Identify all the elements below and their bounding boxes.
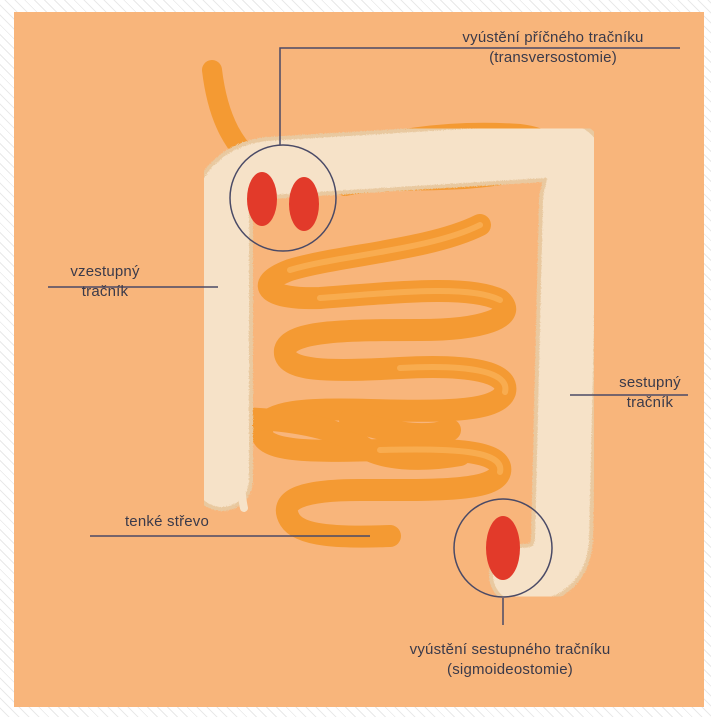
ascending-label-line2: tračník bbox=[40, 282, 170, 302]
transverse-label-line2: (transversostomie) bbox=[428, 48, 678, 68]
sigmoid-label-line1: vyústění sestupného tračníku bbox=[360, 640, 660, 660]
descending-label-line1: sestupný bbox=[600, 373, 700, 393]
sigmoid-colostomy-label: vyústění sestupného tračníku (sigmoideos… bbox=[360, 640, 660, 680]
small-intestine-label: tenké střevo bbox=[92, 512, 242, 532]
sigmoid-label-line2: (sigmoideostomie) bbox=[360, 660, 660, 680]
descending-colon-label: sestupný tračník bbox=[600, 373, 700, 413]
transverse-label-line1: vyústění příčného tračníku bbox=[428, 28, 678, 48]
descending-label-line2: tračník bbox=[600, 393, 700, 413]
ascending-label-line1: vzestupný bbox=[40, 262, 170, 282]
transverse-colostomy-label: vyústění příčného tračníku (transversost… bbox=[428, 28, 678, 68]
ascending-colon-label: vzestupný tračník bbox=[40, 262, 170, 302]
appendix bbox=[240, 480, 244, 508]
sigmoid-stoma bbox=[486, 516, 520, 580]
small-intestine-label-line1: tenké střevo bbox=[92, 512, 242, 532]
